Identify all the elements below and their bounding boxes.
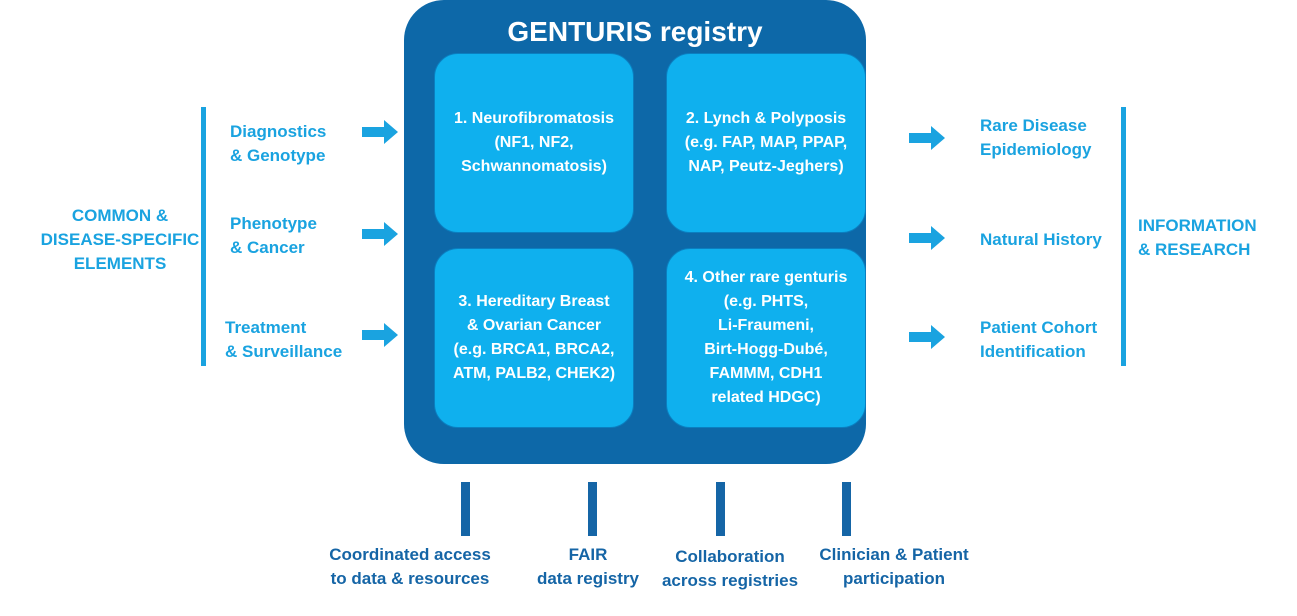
quadrant-title: 3. Hereditary Breast — [458, 293, 610, 310]
quadrant-line: (e.g. PHTS, — [723, 293, 809, 310]
right-group-label-line: INFORMATION — [1138, 216, 1257, 235]
quadrant-line: (NF1, NF2, — [494, 134, 574, 151]
right-arrow-icon — [909, 226, 945, 250]
quadrant-line: related HDGC) — [711, 389, 821, 406]
quadrant-line: Schwannomatosis) — [461, 158, 607, 175]
pillar-label-line: Coordinated access — [329, 545, 491, 564]
left-bracket-bar — [201, 107, 206, 366]
input-phenotype-cancer: Phenotype & Cancer — [230, 212, 370, 260]
output-patient-cohort-identification: Patient Cohort Identification — [980, 316, 1120, 364]
quadrant-title: 1. Neurofibromatosis — [453, 110, 615, 127]
output-label-line: Natural History — [980, 230, 1102, 249]
quadrant-title: 2. Lynch & Polyposis — [685, 110, 847, 127]
right-group-label: INFORMATION & RESEARCH — [1138, 214, 1278, 262]
quadrant-lynch-polyposis: 2. Lynch & Polyposis (e.g. FAP, MAP, PPA… — [666, 53, 866, 233]
right-arrow-icon — [362, 323, 398, 347]
input-label-line: & Cancer — [230, 238, 305, 257]
pillar-fair-data-registry: FAIR data registry — [518, 543, 658, 591]
pillar-bar — [461, 482, 470, 536]
registry-title: GENTURIS registry — [507, 16, 763, 47]
right-group-label-line: & RESEARCH — [1138, 240, 1251, 259]
pillar-label-line: across registries — [661, 571, 799, 590]
input-label-line: & Genotype — [230, 146, 326, 165]
pillar-label-line: data registry — [536, 569, 640, 588]
pillar-label-line: to data & resources — [330, 569, 490, 588]
quadrant-line: Li-Fraumeni, — [717, 317, 814, 334]
output-rare-disease-epidemiology: Rare Disease Epidemiology — [980, 114, 1120, 162]
pillar-coordinated-access: Coordinated access to data & resources — [315, 543, 505, 591]
input-label-line: Phenotype — [230, 214, 317, 233]
pillar-label-line: Collaboration — [675, 547, 785, 566]
quadrant-other-rare-genturis: 4. Other rare genturis (e.g. PHTS, Li-Fr… — [666, 248, 866, 428]
pillar-label-line: participation — [842, 569, 945, 588]
left-group-label-line: DISEASE-SPECIFIC — [40, 230, 200, 249]
right-bracket-bar — [1121, 107, 1126, 366]
left-group-label-line: COMMON & — [71, 206, 169, 225]
quadrant-neurofibromatosis: 1. Neurofibromatosis (NF1, NF2, Schwanno… — [434, 53, 634, 233]
right-arrow-icon — [909, 325, 945, 349]
pillar-bar — [716, 482, 725, 536]
pillar-bar — [588, 482, 597, 536]
right-arrow-icon — [909, 126, 945, 150]
quadrant-line: Birt-Hogg-Dubé, — [704, 341, 828, 358]
quadrant-line: FAMMM, CDH1 — [709, 365, 823, 382]
quadrant-line: (e.g. BRCA1, BRCA2, — [453, 341, 615, 358]
pillar-label-line: Clinician & Patient — [819, 545, 969, 564]
quadrant-line: (e.g. FAP, MAP, PPAP, — [684, 134, 848, 151]
quadrant-hereditary-breast-ovarian: 3. Hereditary Breast & Ovarian Cancer (e… — [434, 248, 634, 428]
quadrant-title: & Ovarian Cancer — [466, 317, 602, 334]
quadrant-title: 4. Other rare genturis — [684, 269, 848, 286]
right-arrow-icon — [362, 222, 398, 246]
input-treatment-surveillance: Treatment & Surveillance — [225, 316, 365, 364]
pillar-label-line: FAIR — [568, 545, 608, 564]
output-label-line: Rare Disease — [980, 116, 1087, 135]
quadrant-line: NAP, Peutz-Jeghers) — [688, 158, 844, 175]
input-label-line: Treatment — [225, 318, 307, 337]
right-arrow-icon — [362, 120, 398, 144]
pillar-clinician-patient: Clinician & Patient participation — [800, 543, 988, 591]
input-diagnostics-genotype: Diagnostics & Genotype — [230, 120, 370, 168]
output-label-line: Identification — [980, 342, 1086, 361]
input-label-line: & Surveillance — [225, 342, 343, 361]
pillar-collaboration: Collaboration across registries — [650, 545, 810, 593]
output-label-line: Patient Cohort — [980, 318, 1098, 337]
input-label-line: Diagnostics — [230, 122, 327, 141]
quadrant-line: ATM, PALB2, CHEK2) — [452, 365, 616, 382]
left-group-label-line: ELEMENTS — [73, 254, 167, 273]
pillar-bar — [842, 482, 851, 536]
output-natural-history: Natural History — [980, 228, 1120, 252]
left-group-label: COMMON & DISEASE-SPECIFIC ELEMENTS — [40, 204, 200, 276]
output-label-line: Epidemiology — [980, 140, 1092, 159]
